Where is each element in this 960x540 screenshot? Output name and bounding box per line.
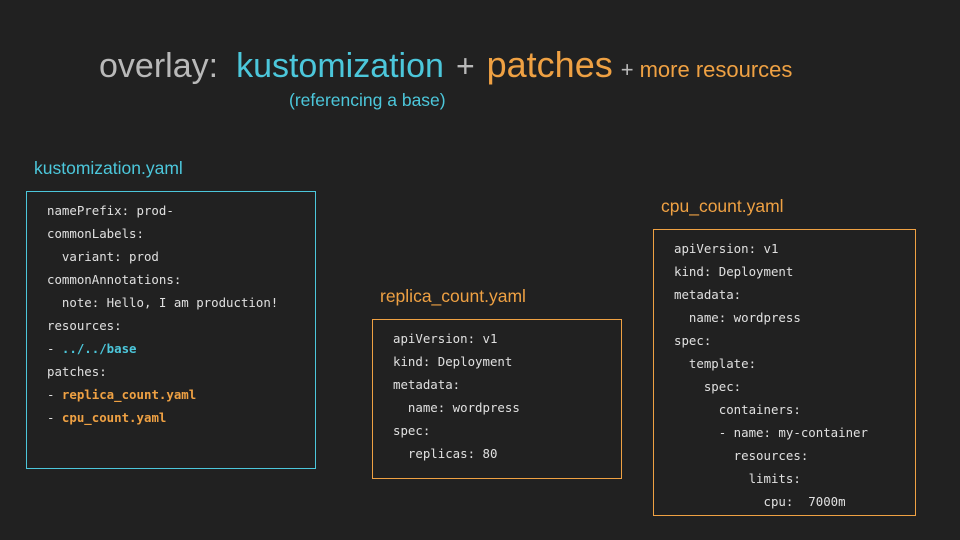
code-segment: limits: bbox=[674, 471, 801, 486]
replica-count-yaml-label: replica_count.yaml bbox=[380, 286, 526, 306]
replica-count-yaml-group: replica_count.yaml apiVersion: v1 kind: D… bbox=[372, 286, 622, 479]
code-line: limits: bbox=[674, 467, 907, 490]
code-line: name: wordpress bbox=[674, 306, 907, 329]
code-line: resources: bbox=[47, 314, 307, 337]
title-patches: patches bbox=[486, 44, 613, 85]
code-line: spec: bbox=[393, 419, 613, 442]
code-segment: name: wordpress bbox=[393, 400, 520, 415]
title-kustomization: kustomization bbox=[236, 47, 444, 85]
code-segment: variant: prod bbox=[47, 249, 159, 264]
code-segment: containers: bbox=[674, 402, 801, 417]
code-segment: metadata: bbox=[674, 287, 742, 302]
code-segment: - name: my-container bbox=[674, 425, 868, 440]
code-line: template: bbox=[674, 352, 907, 375]
code-line: - name: my-container bbox=[674, 421, 907, 444]
code-line: resources: bbox=[674, 444, 907, 467]
code-segment: replicas: 80 bbox=[393, 446, 498, 461]
code-line: cpu: 7000m bbox=[674, 490, 907, 513]
code-segment: resources: bbox=[47, 318, 122, 333]
code-segment: cpu: 7000m bbox=[674, 494, 846, 509]
title-more-resources: more resources bbox=[639, 57, 793, 82]
code-segment: commonLabels: bbox=[47, 226, 144, 241]
code-line: patches: bbox=[47, 360, 307, 383]
code-segment: commonAnnotations: bbox=[47, 272, 182, 287]
code-segment: namePrefix: prod- bbox=[47, 203, 174, 218]
code-line: commonLabels: bbox=[47, 222, 307, 245]
code-line: note: Hello, I am production! bbox=[47, 291, 307, 314]
kustomization-yaml-group: kustomization.yaml namePrefix: prod-comm… bbox=[26, 158, 316, 469]
code-line: variant: prod bbox=[47, 245, 307, 268]
code-line: containers: bbox=[674, 398, 907, 421]
code-segment: cpu_count.yaml bbox=[61, 410, 167, 425]
code-line: metadata: bbox=[674, 283, 907, 306]
code-segment: spec: bbox=[674, 379, 742, 394]
title-overlay-prefix: overlay: bbox=[99, 47, 219, 85]
code-segment: note: Hello, I am production! bbox=[47, 295, 279, 310]
code-segment: apiVersion: v1 bbox=[674, 241, 779, 256]
cpu-count-yaml-label: cpu_count.yaml bbox=[661, 196, 784, 216]
code-segment: apiVersion: v1 bbox=[393, 331, 498, 346]
code-segment: spec: bbox=[393, 423, 431, 438]
code-line: spec: bbox=[674, 329, 907, 352]
code-segment: resources: bbox=[674, 448, 809, 463]
code-segment: spec: bbox=[674, 333, 712, 348]
code-line: - replica_count.yaml bbox=[47, 383, 307, 406]
code-line: kind: Deployment bbox=[674, 260, 907, 283]
code-line: kind: Deployment bbox=[393, 350, 613, 373]
code-segment: - bbox=[47, 387, 62, 402]
cpu-count-yaml-group: cpu_count.yaml apiVersion: v1 kind: Deplo… bbox=[653, 196, 916, 516]
code-line: apiVersion: v1 bbox=[393, 327, 613, 350]
code-line: spec: bbox=[674, 375, 907, 398]
title-plus-1: + bbox=[455, 48, 475, 84]
title-plus-2: + bbox=[620, 57, 634, 82]
code-segment: template: bbox=[674, 356, 757, 371]
code-segment: patches: bbox=[47, 364, 107, 379]
code-segment: name: wordpress bbox=[674, 310, 801, 325]
code-segment: kind: Deployment bbox=[674, 264, 794, 279]
code-segment: metadata: bbox=[393, 377, 461, 392]
slide-title: overlay: kustomization + patches + more … bbox=[99, 44, 792, 86]
code-line: name: wordpress bbox=[393, 396, 613, 419]
code-line: commonAnnotations: bbox=[47, 268, 307, 291]
kustomization-yaml-code: namePrefix: prod-commonLabels: variant: … bbox=[26, 191, 316, 469]
code-line: replicas: 80 bbox=[393, 442, 613, 465]
code-segment: ../../base bbox=[61, 341, 137, 356]
code-line: - cpu_count.yaml bbox=[47, 406, 307, 429]
code-segment: - bbox=[47, 341, 62, 356]
code-line: metadata: bbox=[393, 373, 613, 396]
code-segment: kind: Deployment bbox=[393, 354, 513, 369]
code-segment: - bbox=[47, 410, 62, 425]
code-line: apiVersion: v1 bbox=[674, 237, 907, 260]
code-line: namePrefix: prod- bbox=[47, 199, 307, 222]
title-subtitle: (referencing a base) bbox=[289, 90, 446, 110]
code-segment: replica_count.yaml bbox=[61, 387, 197, 402]
code-line: - ../../base bbox=[47, 337, 307, 360]
kustomization-yaml-label: kustomization.yaml bbox=[34, 158, 183, 178]
